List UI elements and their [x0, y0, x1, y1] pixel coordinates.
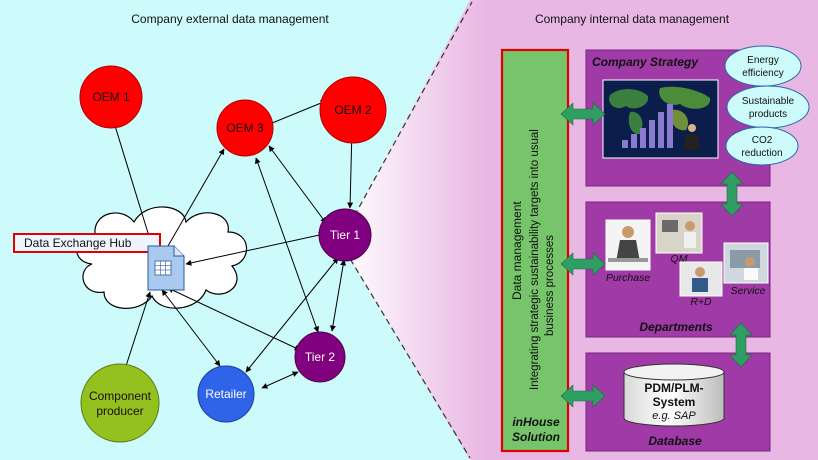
- cloud-co2-reduction: CO2 reduction: [725, 126, 799, 166]
- node-oem3-label: OEM 3: [226, 121, 264, 135]
- dept-purchase-label: Purchase: [606, 272, 651, 284]
- cloud2-line1: Sustainable: [742, 96, 795, 107]
- purchase-photo: [605, 219, 651, 271]
- departments-title: Departments: [639, 320, 713, 334]
- service-photo: [723, 242, 769, 284]
- cloud1-line2: efficiency: [742, 68, 784, 79]
- inhouse-title-1: inHouse: [512, 415, 560, 429]
- qm-photo: [655, 212, 703, 254]
- rd-photo: [679, 261, 723, 297]
- plm-line3: e.g. SAP: [652, 410, 696, 422]
- node-tier1-label: Tier 1: [330, 228, 361, 242]
- heading-internal: Company internal data management: [535, 12, 730, 26]
- dept-rd-label: R+D: [690, 296, 712, 308]
- cloud2-line2: products: [749, 109, 787, 120]
- zoom-line-top: [339, 1, 473, 243]
- inhouse-text-line1: Data management: [510, 201, 524, 300]
- node-retailer-label: Retailer: [205, 387, 246, 401]
- cloud3-line1: CO2: [752, 135, 773, 146]
- node-oem1: OEM 1: [79, 65, 143, 129]
- node-oem2: OEM 2: [319, 76, 387, 144]
- strategy-photo: [602, 79, 719, 159]
- hub-label-box: Data Exchange Hub: [13, 233, 161, 253]
- cloud-energy-efficiency: Energy efficiency: [724, 45, 802, 87]
- inhouse-solution-box: Data management Integrating strategic su…: [500, 48, 570, 453]
- node-component-label-2: producer: [96, 404, 143, 418]
- cloud-sustainable-products: Sustainable products: [726, 85, 810, 129]
- inhouse-title-2: Solution: [512, 430, 560, 444]
- plm-line1: PDM/PLM-: [644, 381, 703, 395]
- node-component-producer: Component producer: [80, 363, 160, 443]
- node-component-label-1: Component: [89, 389, 152, 403]
- inhouse-text-line2: Integrating strategic sustainability tar…: [529, 129, 541, 390]
- node-oem3: OEM 3: [216, 99, 274, 157]
- node-tier2: Tier 2: [294, 331, 346, 383]
- zoom-fade: [340, 0, 485, 460]
- dept-service-label: Service: [730, 285, 765, 297]
- hub-label: Data Exchange Hub: [24, 236, 132, 250]
- heading-external: Company external data management: [131, 12, 329, 26]
- database-title: Database: [648, 434, 702, 448]
- plm-cylinder: PDM/PLM- System e.g. SAP: [623, 363, 725, 427]
- node-tier1: Tier 1: [318, 208, 372, 262]
- cloud1-line1: Energy: [747, 55, 779, 66]
- zoom-line-bottom: [339, 241, 471, 459]
- document-icon: [147, 245, 185, 291]
- node-oem1-label: OEM 1: [92, 90, 130, 104]
- plm-line2: System: [653, 395, 696, 409]
- strategy-title: Company Strategy: [592, 55, 699, 69]
- cloud3-line2: reduction: [741, 148, 782, 159]
- node-retailer: Retailer: [197, 365, 255, 423]
- node-tier2-label: Tier 2: [305, 350, 336, 364]
- node-oem2-label: OEM 2: [334, 103, 372, 117]
- network-edges: [110, 100, 355, 389]
- inhouse-text-line3: business processes: [544, 235, 556, 336]
